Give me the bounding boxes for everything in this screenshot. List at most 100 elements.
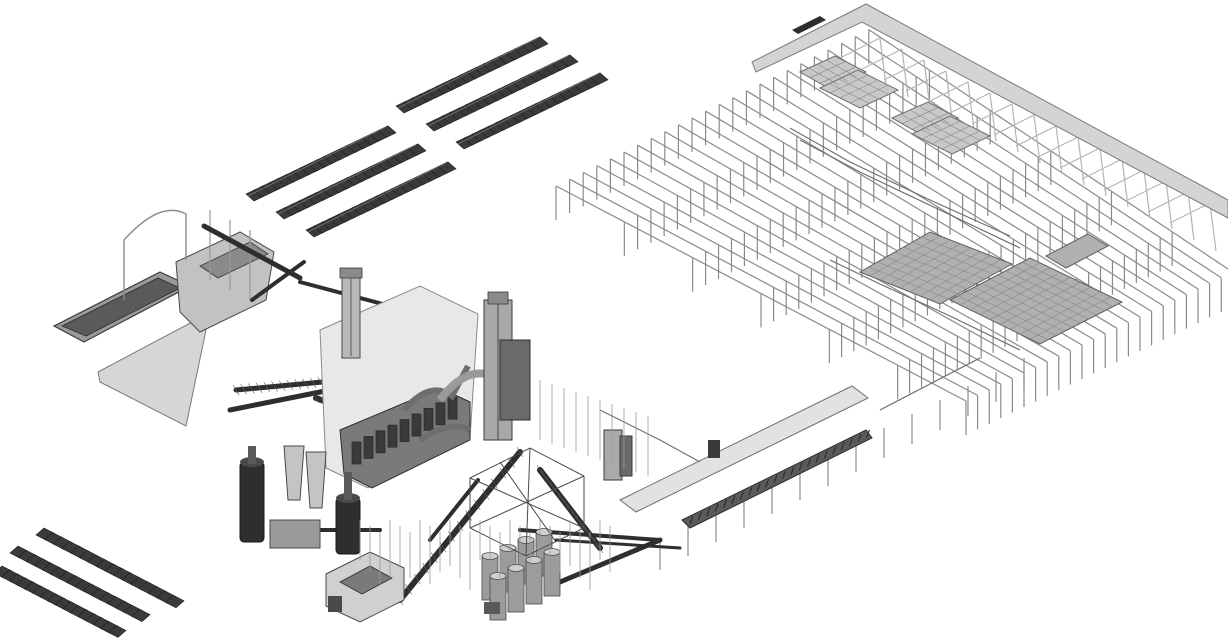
truss-member xyxy=(312,392,320,404)
roof-grid-line xyxy=(919,255,991,297)
shed-outer-brace xyxy=(971,103,1013,125)
truss-member xyxy=(431,552,438,563)
roof-grid-line xyxy=(1029,296,1111,340)
truss-member xyxy=(286,379,294,391)
truss-member xyxy=(448,531,455,542)
tower-right xyxy=(483,291,531,441)
process-bay xyxy=(435,402,446,426)
tower-left xyxy=(339,267,363,359)
roof-grid-line xyxy=(969,267,1051,311)
stockpile-segment xyxy=(164,594,185,609)
shed-outer-column xyxy=(1121,158,1129,208)
shed-outer-brace xyxy=(1037,136,1079,158)
shed-outer-column xyxy=(923,59,931,109)
truss-member xyxy=(413,573,421,585)
kiln-car xyxy=(714,503,719,512)
kiln-car xyxy=(832,446,837,455)
stockpile-segment xyxy=(107,625,127,638)
truss-member xyxy=(575,514,582,526)
roof-grid-line xyxy=(965,291,1057,336)
stockpile-ridge xyxy=(277,144,417,215)
truss-member xyxy=(562,498,569,509)
shed-outer-column xyxy=(1055,125,1063,175)
shed-transfer-lines xyxy=(599,127,1021,463)
truss-member xyxy=(302,378,309,389)
reclaim-stockpiles xyxy=(0,527,185,638)
silo-top xyxy=(507,564,525,572)
gallery-end-equipment xyxy=(792,16,826,34)
roof-grid-line xyxy=(911,113,949,130)
shed-outer-column xyxy=(901,48,909,98)
roof-grid-line xyxy=(1013,266,1105,311)
shed-outer-brace xyxy=(927,81,969,103)
kiln-car xyxy=(739,491,744,500)
roof-grid-line xyxy=(931,125,971,145)
stockpile-segment xyxy=(131,609,151,622)
shed-outer-column xyxy=(1165,180,1173,230)
dryer-tank-right xyxy=(335,472,361,555)
kiln-line xyxy=(619,385,873,529)
kiln-car xyxy=(723,499,728,508)
truss-member xyxy=(279,380,286,391)
truss-member xyxy=(592,537,599,548)
stockpile-ridge xyxy=(457,73,599,145)
roof-grid-line xyxy=(989,277,1071,320)
truss-member xyxy=(491,478,498,489)
roof-grid-line xyxy=(979,272,1061,315)
truss-member xyxy=(271,381,278,392)
truss-member xyxy=(248,383,255,394)
roof-grid-line xyxy=(809,61,846,78)
roof-panel-grid xyxy=(808,59,1113,341)
shed-outer-brace xyxy=(949,92,991,114)
cyclone-group xyxy=(269,445,327,549)
shed-outer-brace xyxy=(993,114,1035,136)
roof-grid-line xyxy=(839,79,879,99)
truss-member xyxy=(583,526,591,537)
central-steel-structure xyxy=(469,447,585,557)
roof-grid-line xyxy=(900,113,932,132)
kiln-car xyxy=(815,454,820,463)
kiln-car xyxy=(748,487,753,496)
truss-member xyxy=(232,384,240,396)
stockpile-ridge xyxy=(307,162,447,233)
truss-member xyxy=(516,446,524,458)
process-bay xyxy=(387,424,398,448)
shed-outer-brace xyxy=(1059,147,1101,169)
shed-outer-brace xyxy=(883,59,925,81)
roof-grid-line xyxy=(869,235,941,277)
truss-member xyxy=(499,467,507,479)
shed-outer-column xyxy=(1209,202,1217,252)
truss-member xyxy=(536,464,544,476)
truss-member xyxy=(571,509,578,520)
process-bay xyxy=(423,407,434,431)
shed-outer-column xyxy=(1077,136,1085,186)
roof-grid-line xyxy=(808,67,839,86)
truss-member xyxy=(465,510,472,521)
shed-outer-brace xyxy=(1169,202,1211,224)
process-bay xyxy=(399,419,410,443)
shed-outer-column xyxy=(879,37,887,87)
truss-member xyxy=(588,531,595,543)
truss-member xyxy=(439,541,447,553)
shed-outer-column xyxy=(1033,114,1041,164)
roof-grid-line xyxy=(819,67,856,84)
kiln-car xyxy=(731,495,736,504)
silo-body xyxy=(543,551,561,597)
raw-material-stockpiles xyxy=(245,36,609,238)
truss-member xyxy=(255,382,263,394)
kiln-car xyxy=(823,450,828,459)
stockpile-ridge xyxy=(397,37,539,109)
shed-outer-brace xyxy=(1147,191,1189,213)
roof-grid-line xyxy=(997,274,1089,320)
roof-grid-line xyxy=(889,243,961,285)
roof-grid-line xyxy=(829,74,869,94)
process-bay xyxy=(351,441,362,465)
shed-outer-column xyxy=(967,81,975,131)
truss-member xyxy=(549,481,557,492)
roof-grid-line xyxy=(918,105,950,124)
roof-grid-line xyxy=(909,251,981,293)
truss-member xyxy=(541,470,548,481)
truss-member xyxy=(558,492,565,504)
shed-outer-column xyxy=(1011,103,1019,153)
